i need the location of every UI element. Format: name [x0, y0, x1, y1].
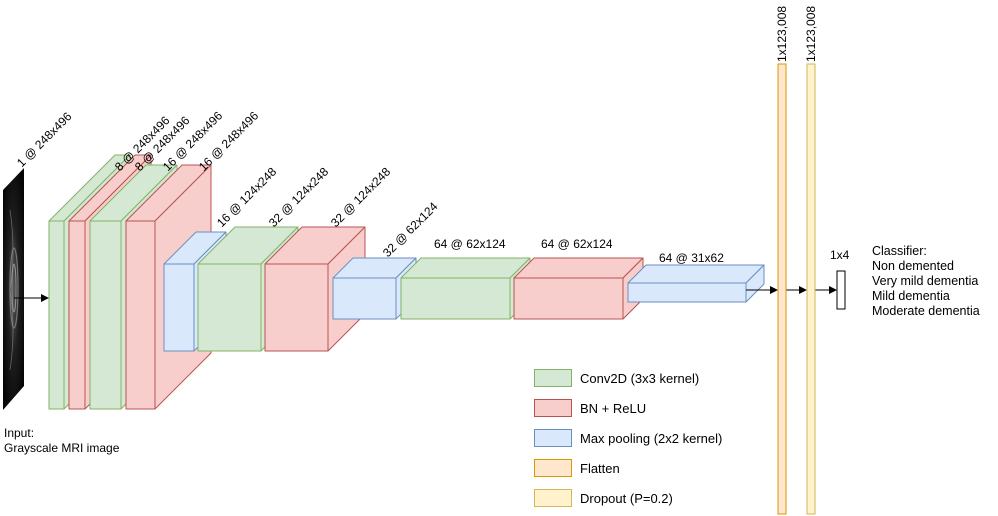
- input-caption-line1: Input:: [4, 426, 35, 440]
- layer-bn-block: [513, 257, 644, 320]
- flatten-layer: [777, 63, 787, 515]
- classifier-block: Classifier: Non demented Very mild demen…: [872, 244, 980, 319]
- layer-pool-block: [627, 264, 765, 303]
- legend-item: BN + ReLU: [534, 399, 746, 421]
- legend-swatch: [534, 399, 572, 417]
- classifier-class: Moderate dementia: [872, 304, 980, 318]
- dropout-shape-label: 1x123,008: [804, 5, 818, 62]
- legend-swatch: [534, 429, 572, 447]
- input-caption: Input: Grayscale MRI image: [4, 426, 119, 456]
- layer-shape-label: 64 @ 31x62: [659, 251, 724, 265]
- layer-shape-label: 64 @ 62x124: [434, 237, 506, 251]
- layer-stack: [48, 154, 765, 410]
- flatten-shape-label: 1x123,008: [775, 5, 789, 62]
- legend-item: Dropout (P=0.2): [534, 489, 746, 511]
- input-mri-image: [3, 168, 24, 410]
- legend-item: Conv2D (3x3 kernel): [534, 369, 746, 391]
- legend-item: Max pooling (2x2 kernel): [534, 429, 746, 451]
- legend-swatch: [534, 369, 572, 387]
- classifier-title: Classifier:: [872, 244, 927, 258]
- dropout-layer: [806, 63, 816, 515]
- legend-swatch: [534, 489, 572, 507]
- output-layer: [836, 270, 846, 310]
- layer-conv-block: [400, 257, 531, 320]
- legend-swatch: [534, 459, 572, 477]
- classifier-class: Mild dementia: [872, 289, 950, 303]
- legend-label: Flatten: [580, 461, 620, 476]
- input-caption-line2: Grayscale MRI image: [4, 441, 120, 455]
- classifier-class: Very mild dementia: [872, 274, 979, 288]
- legend-label: BN + ReLU: [580, 401, 647, 416]
- output-shape-label: 1x4: [830, 248, 850, 262]
- classifier-class: Non demented: [872, 259, 955, 273]
- legend-item: Flatten: [534, 459, 746, 481]
- layer-shape-label: 64 @ 62x124: [541, 237, 613, 251]
- legend-label: Conv2D (3x3 kernel): [580, 371, 700, 386]
- legend-label: Dropout (P=0.2): [580, 491, 673, 506]
- legend-label: Max pooling (2x2 kernel): [580, 431, 723, 446]
